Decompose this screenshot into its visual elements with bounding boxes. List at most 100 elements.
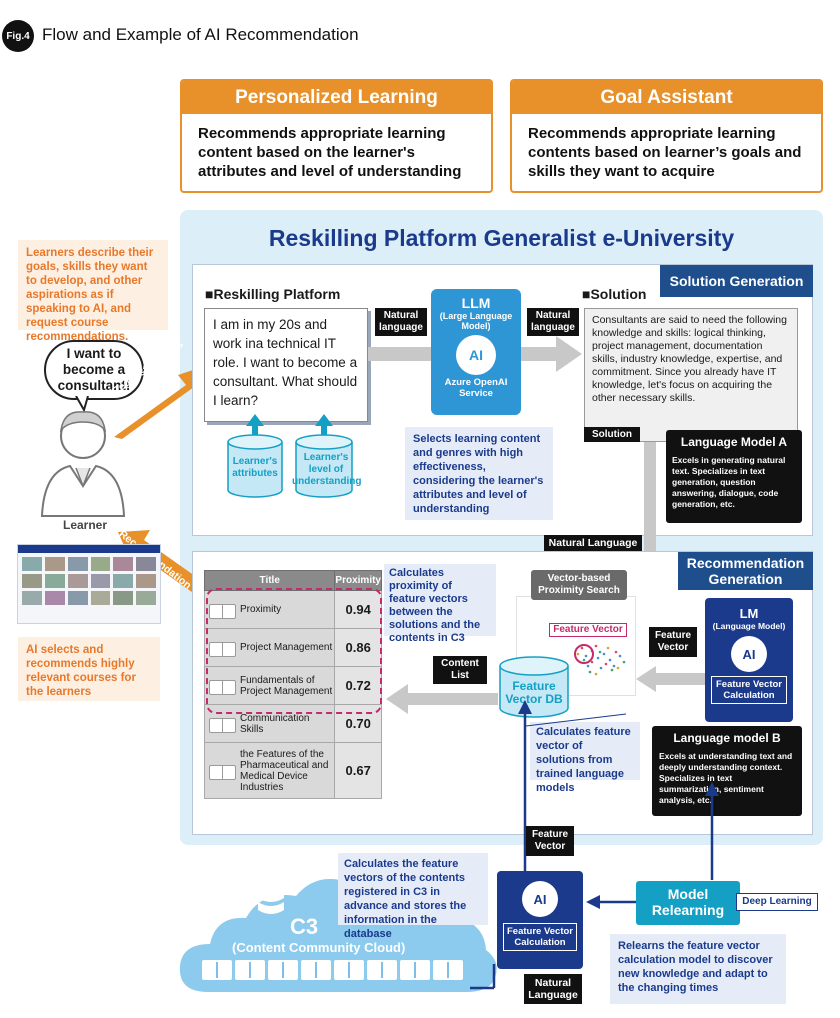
llm-box: LLM (Large Language Model) AI Azure Open… [431, 289, 521, 415]
recommendation-generation-tag: Recommendation Generation [678, 552, 813, 590]
language-model-b-title: Language model B [673, 731, 781, 745]
book-icon [367, 960, 397, 980]
c3-content-books [202, 960, 463, 980]
language-model-a-box: Language Model A Excels in generating na… [666, 430, 802, 523]
natural-language-in-tag: Natural language [375, 308, 427, 336]
book-icon [202, 960, 232, 980]
llm-note: Selects learning content and genres with… [405, 427, 553, 520]
llm-subtitle: (Large Language Model) [439, 311, 513, 331]
lm-calculation: Feature Vector Calculation [711, 676, 787, 704]
language-model-b-box: Language model B Excels at understanding… [652, 726, 802, 816]
platform-title: Reskilling Platform Generalist e-Univers… [268, 225, 735, 251]
book-icon [209, 603, 236, 619]
feature-vector-arrow [636, 666, 706, 692]
learner-label: Learner [62, 518, 108, 532]
goal-assistant-title: Goal Assistant [512, 81, 821, 114]
row-title: Project Management [240, 642, 333, 653]
lm-subtitle: (Language Model) [712, 621, 786, 631]
fv-calculation-label: Feature Vector Calculation [503, 923, 577, 951]
vector-scatter-plot [574, 644, 626, 676]
lm-box: LM (Language Model) AI Feature Vector Ca… [705, 598, 793, 722]
relearning-note: Relearns the feature vector calculation … [610, 934, 786, 1004]
speech-bubble: I want to become a consultant! [44, 340, 144, 400]
c3-database-icon [258, 881, 284, 914]
feature-vector-arrow-tag: Feature Vector [649, 627, 697, 657]
figure-badge: Fig.4 [2, 20, 34, 52]
c3-vector-note: Calculates the feature vectors of the co… [338, 853, 488, 940]
book-icon [209, 717, 236, 733]
book-icon [235, 960, 265, 980]
llm-ai-icon: AI [456, 335, 496, 375]
c3-subtitle: (Content Community Cloud) [232, 940, 406, 955]
learner-note: Learners describe their goals, skills th… [18, 240, 168, 343]
goal-assistant-card: Goal Assistant Recommends appropriate le… [510, 79, 823, 193]
table-row: the Features of the Pharmaceutical and M… [203, 742, 382, 799]
book-icon [209, 679, 236, 695]
solution-text: Consultants are said to need the followi… [584, 308, 798, 442]
lm-ai-icon: AI [731, 636, 767, 672]
feature-vector-up-tag: Feature Vector [526, 826, 574, 856]
request-arrow [114, 365, 208, 439]
solution-tag: Solution [584, 427, 640, 442]
learner-query-box: I am in my 20s and work ina technical IT… [204, 308, 368, 422]
c3-to-fv-arrow [470, 964, 496, 990]
ai-selects-note: AI selects and recommends highly relevan… [18, 637, 160, 701]
model-relearning-box: Model Relearning [636, 881, 740, 925]
course-screenshot-thumbnail [17, 544, 161, 624]
book-icon [400, 960, 430, 980]
language-model-a-text: Excels in generating natural text. Speci… [672, 455, 786, 509]
table-row: Communication Skills 0.70 [203, 704, 382, 743]
book-icon [334, 960, 364, 980]
language-model-a-title: Language Model A [680, 435, 788, 449]
personalized-learning-title: Personalized Learning [182, 81, 491, 114]
solution-generation-tag: Solution Generation [660, 265, 813, 297]
c3-title: C3 [290, 914, 319, 939]
row-title: Fundamentals of Project Management [240, 674, 333, 697]
feature-vector-db-label: Feature Vector DB [505, 679, 563, 706]
row-proximity: 0.86 [334, 628, 382, 667]
book-icon [268, 960, 298, 980]
row-proximity: 0.67 [334, 742, 382, 799]
table-row: Fundamentals of Project Management 0.72 [203, 666, 382, 705]
natural-language-bottom-tag: Natural Language [524, 974, 582, 1004]
figure-title: Flow and Example of AI Recommendation [42, 25, 359, 44]
note-pointer-line [525, 713, 627, 727]
feature-vector-note: Calculates feature vector of solutions f… [530, 722, 640, 794]
feature-vector-up-arrow [518, 700, 532, 874]
top-recommendations-highlight [206, 588, 382, 714]
table-row: Project Management 0.86 [203, 628, 382, 667]
learner-attributes-db-label: Learner's attributes [232, 456, 278, 479]
solution-label: ■Solution [582, 286, 647, 302]
reskilling-platform-label: ■Reskilling Platform [205, 286, 341, 302]
lm-title: LM [739, 606, 759, 621]
llm-service: Azure OpenAI Service [444, 377, 508, 399]
feature-vector-calculation-box: AI Feature Vector Calculation [497, 871, 583, 969]
proximity-note: Calculates proximity of feature vectors … [384, 564, 496, 644]
book-icon [209, 641, 236, 657]
deep-learning-tag: Deep Learning [736, 893, 818, 911]
row-proximity: 0.72 [334, 666, 382, 705]
recommendation-table: Title Proximity Proximity 0.94 Project M… [203, 570, 382, 799]
content-list-arrow [386, 684, 498, 714]
content-list-tag: Content List [433, 656, 487, 684]
row-title: Communication Skills [240, 712, 310, 735]
learner-db-cylinders [227, 414, 353, 498]
book-icon [301, 960, 331, 980]
speech-tail [75, 396, 89, 412]
personalized-learning-text: Recommends appropriate learning content … [198, 125, 462, 180]
table-row: Proximity 0.94 [203, 590, 382, 629]
relearning-arrows [586, 782, 719, 909]
vector-search-label: Vector-based Proximity Search [531, 570, 627, 600]
feature-vector-db-icon [499, 656, 569, 718]
learner-understanding-db-label: Learner's level of understanding [292, 452, 362, 487]
learner-avatar-icon [40, 411, 126, 517]
book-icon [433, 960, 463, 980]
row-title: the Features of the Pharmaceutical and M… [240, 748, 329, 793]
goal-assistant-text: Recommends appropriate learning contents… [528, 125, 802, 180]
row-title: Proximity [240, 604, 282, 615]
feature-vector-highlight-label: Feature Vector [549, 623, 627, 637]
fv-ai-icon: AI [522, 881, 558, 917]
personalized-learning-card: Personalized Learning Recommends appropr… [180, 79, 493, 193]
natural-language-out-tag: Natural language [527, 308, 579, 336]
book-icon [209, 764, 236, 780]
